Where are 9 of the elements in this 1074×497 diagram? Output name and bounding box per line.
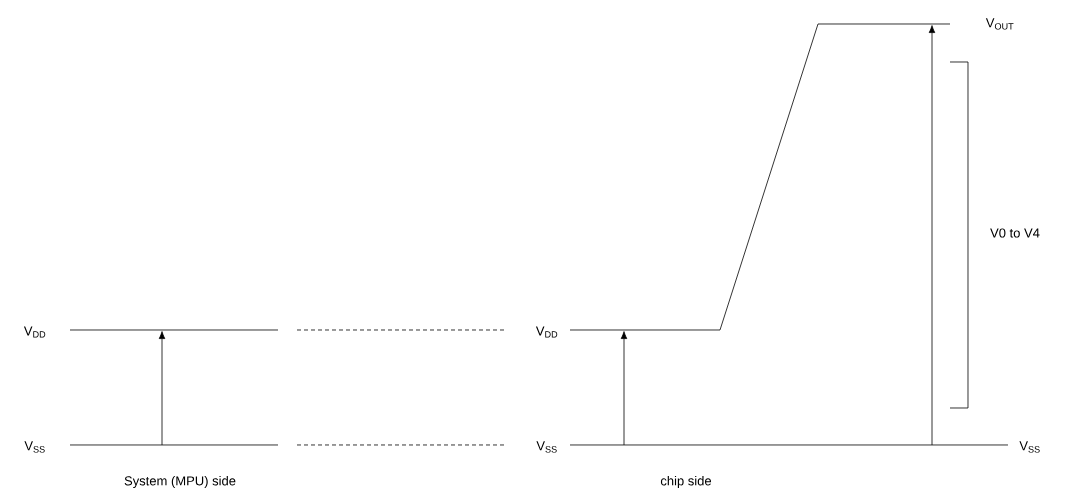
side-label: chip side [660,475,712,489]
voltage-label: V$_{DD}$ [535,326,558,338]
voltage-label: V$_{DD}$ [23,326,46,338]
voltage-label: V$_{SS}$ [536,441,557,453]
voltage-label: V$_{SS}$ [24,441,45,453]
voltage-label: V$_{OUT}$ [985,18,1014,30]
voltage-label: V$_{SS}$ [1019,441,1040,453]
range-label: V0 to V4 [990,228,1040,238]
side-label: System (MPU) side [124,475,236,489]
